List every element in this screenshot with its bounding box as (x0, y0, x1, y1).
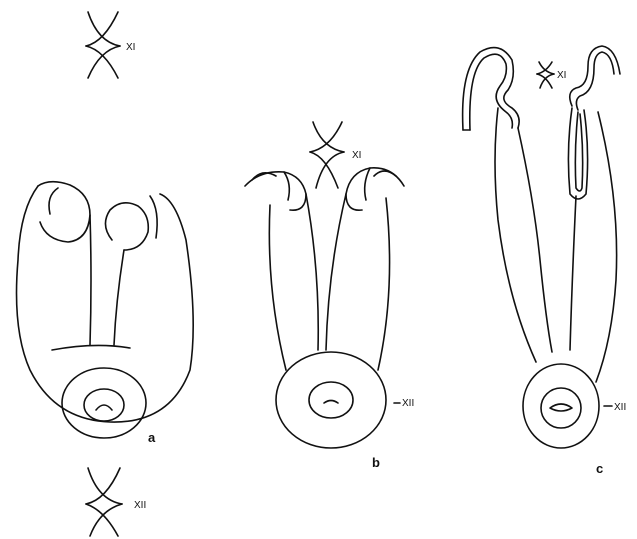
panel-label-b: b (372, 455, 380, 470)
label-xii-a: XII (134, 500, 146, 511)
label-xi-b: XI (352, 150, 361, 161)
label-xii-b: XII (402, 398, 414, 409)
right-tube-c (570, 46, 620, 106)
right-coil-a (105, 203, 148, 250)
panel-label-c: c (596, 461, 603, 476)
septum-xii-marker-a (86, 468, 122, 536)
ring-inner-c (541, 388, 581, 428)
ring-outer-c (523, 364, 599, 448)
septum-xi-marker-a (86, 12, 120, 78)
panel-a: XI a XII (17, 12, 194, 536)
right-loop-c (568, 108, 587, 199)
septum-xi-marker-c (537, 62, 554, 88)
ring-outer-a (62, 368, 146, 438)
panel-label-a: a (148, 430, 156, 445)
panel-b: XI XII b (245, 122, 414, 470)
label-xii-c: XII (614, 402, 626, 413)
septum-xi-marker-b (310, 122, 344, 188)
label-xi-c: XI (557, 70, 566, 81)
label-xi-a: XI (126, 42, 135, 53)
left-coil-a (38, 182, 90, 242)
panel-c: XI XII c (463, 46, 627, 476)
